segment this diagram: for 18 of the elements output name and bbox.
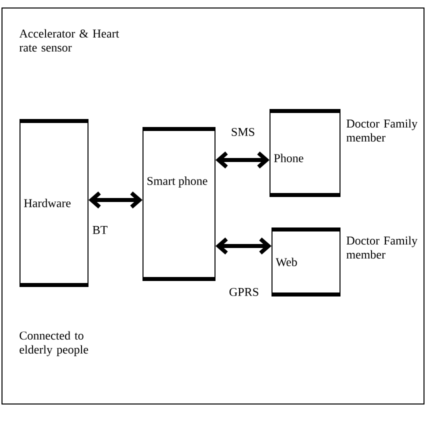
process-box <box>142 127 216 281</box>
arrow <box>216 238 272 255</box>
box-label: Hardware <box>24 198 71 208</box>
box-label: Web <box>276 258 297 266</box>
process-box <box>272 228 340 296</box>
edge-label: SMS <box>230 126 256 138</box>
arrow <box>216 152 270 169</box>
edge-label: BT <box>91 225 109 235</box>
edge-label: GPRS <box>228 286 260 298</box>
box-label: Smart phone <box>148 176 208 188</box>
annotation: Doctor Family member <box>346 119 418 142</box>
annotation: Doctor Family member <box>346 236 418 259</box>
process-box <box>270 109 340 197</box>
note: Connected to elderly people <box>20 331 88 356</box>
arrow <box>88 192 142 209</box>
process-box <box>20 119 88 287</box>
note: Accelerator & Heart rate sensor <box>19 29 120 52</box>
box-label: Phone <box>274 154 304 162</box>
